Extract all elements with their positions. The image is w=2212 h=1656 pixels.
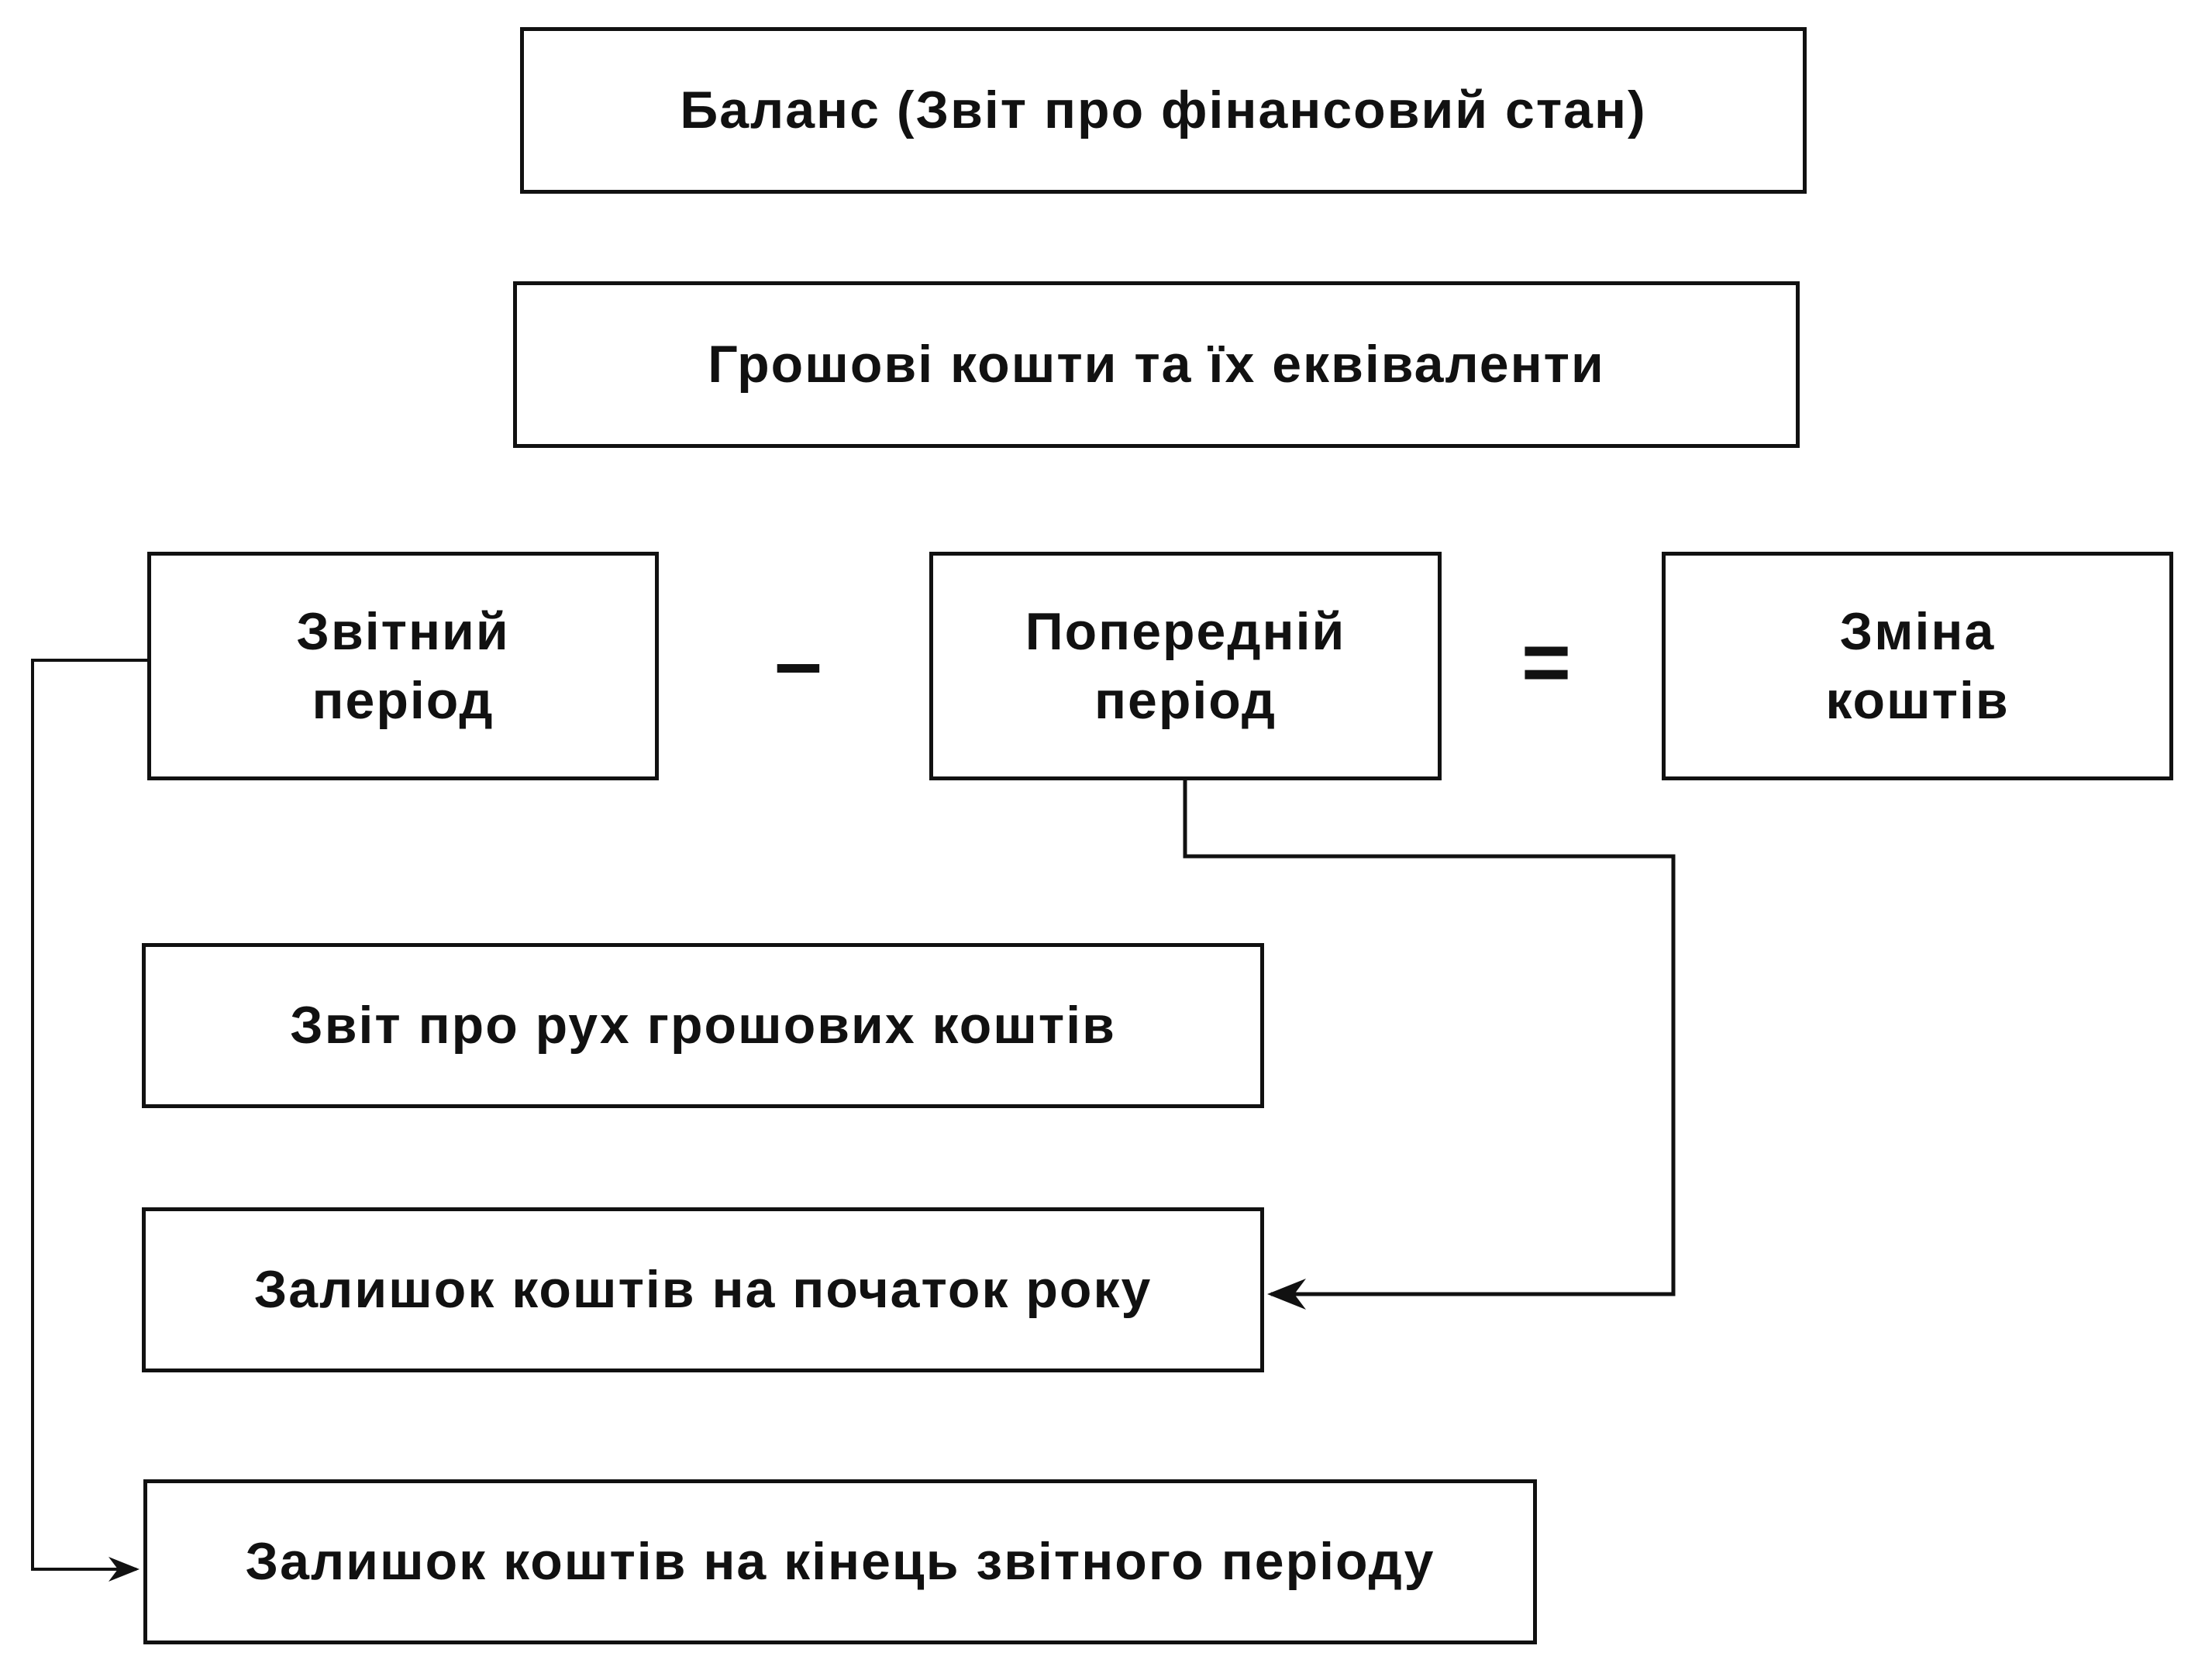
closing-balance-box: Залишок коштів на кінець звітного період…: [143, 1479, 1537, 1644]
previous-period-box: Попередній період: [929, 552, 1442, 780]
balance-sheet-box: Баланс (Звіт про фінансовий стан): [520, 27, 1807, 194]
cash-equivalents-box: Грошові кошти та їх еквіваленти: [513, 281, 1800, 448]
closing-balance-label: Залишок коштів на кінець звітного період…: [245, 1532, 1435, 1592]
balance-sheet-label: Баланс (Звіт про фінансовий стан): [680, 81, 1647, 140]
cash-equivalents-label: Грошові кошти та їх еквіваленти: [708, 335, 1605, 394]
cash-flow-statement-box: Звіт про рух грошових коштів: [142, 943, 1264, 1108]
opening-balance-box: Залишок коштів на початок року: [142, 1207, 1264, 1372]
minus-operator: –: [774, 615, 822, 710]
opening-balance-label: Залишок коштів на початок року: [253, 1260, 1153, 1320]
current-period-box: Звітний період: [147, 552, 659, 780]
connector-current-to-closing: [31, 659, 147, 1582]
change-in-cash-box: Зміна коштів: [1662, 552, 2173, 780]
current-period-label: Звітний період: [296, 602, 510, 730]
previous-period-label: Попередній період: [1025, 602, 1346, 730]
cash-flow-statement-label: Звіт про рух грошових коштів: [290, 996, 1116, 1055]
change-in-cash-label: Зміна коштів: [1825, 602, 2010, 730]
equals-operator: =: [1521, 615, 1572, 710]
